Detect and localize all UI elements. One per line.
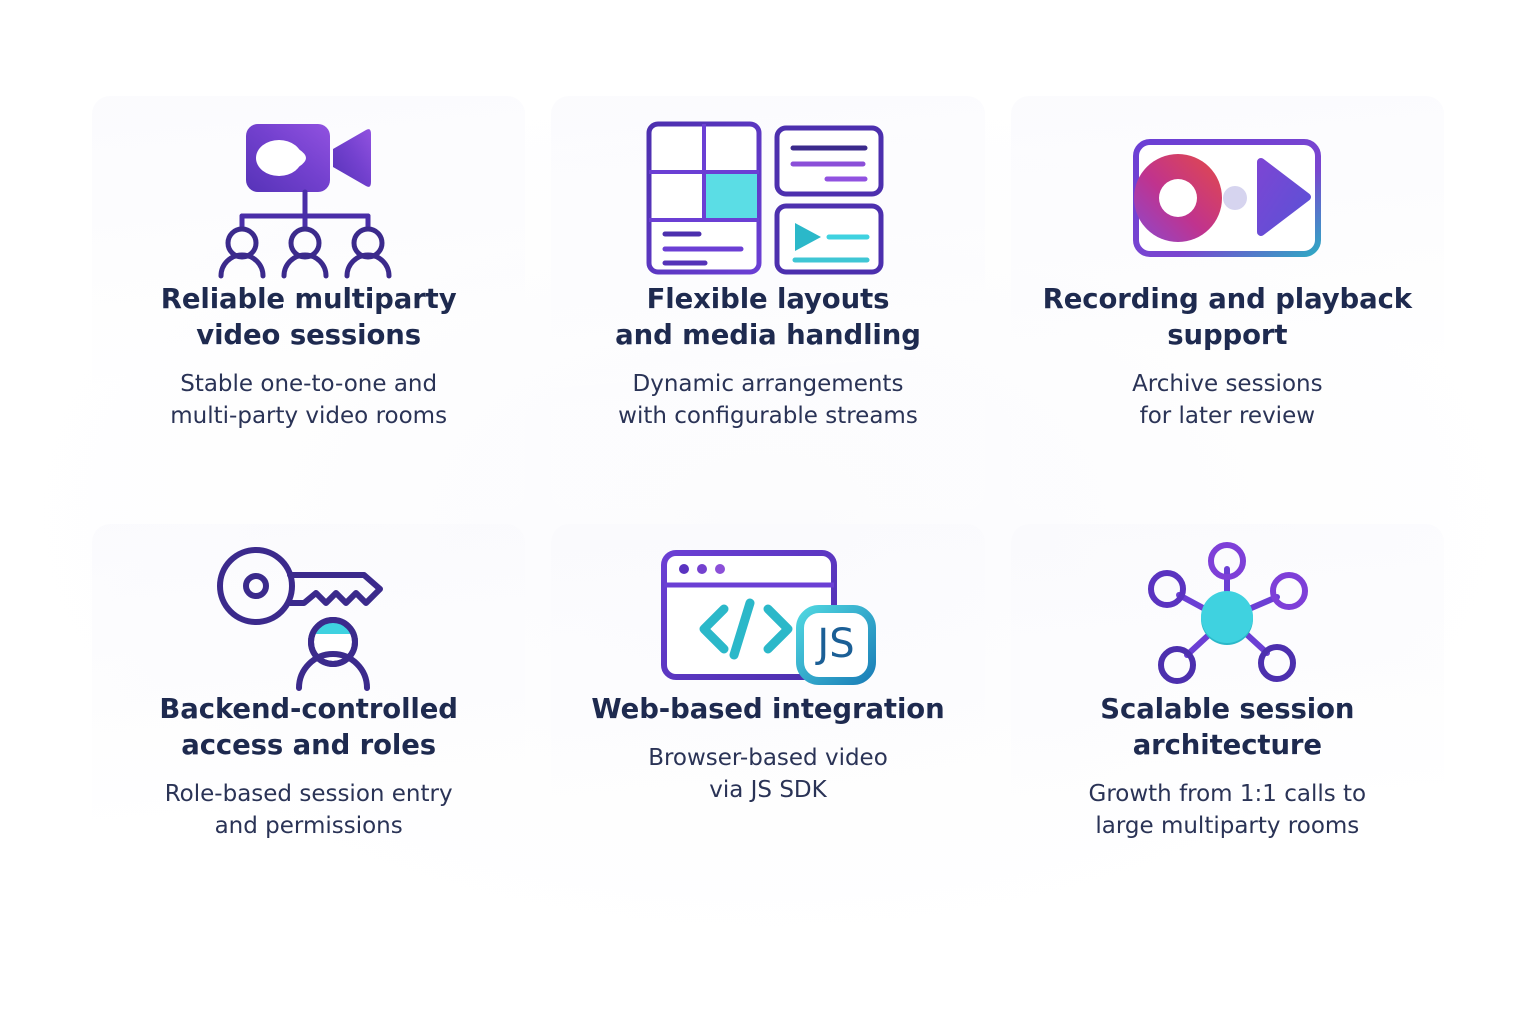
- feature-title-line-1: Flexible layouts: [646, 283, 890, 315]
- feature-description-line-1: Browser-based video: [648, 744, 888, 771]
- feature-card-flexible-layouts: Flexible layouts and media handling Dyna…: [551, 96, 985, 510]
- feature-title-line-2: access and roles: [181, 728, 437, 761]
- feature-description-line-2: and permissions: [214, 813, 403, 840]
- feature-title: Reliable multiparty video sessions: [161, 282, 457, 354]
- feature-title: Flexible layouts and media handling: [615, 282, 921, 354]
- feature-description: Browser-based video via JS SDK: [648, 742, 888, 807]
- feature-title-line-2: support: [1167, 318, 1288, 351]
- feature-title-line-1: Scalable session: [1100, 693, 1355, 725]
- feature-description-line-2: for later review: [1139, 403, 1316, 430]
- js-badge-label: JS: [814, 621, 854, 667]
- feature-card-multiparty-video: Reliable multiparty video sessions Stabl…: [92, 96, 526, 510]
- feature-description-line-2: with configurable streams: [618, 403, 918, 430]
- feature-description-line-1: Archive sessions: [1132, 370, 1323, 397]
- icon-container: JS: [658, 542, 878, 692]
- feature-description-line-1: Dynamic arrangements: [632, 370, 904, 397]
- feature-grid: Reliable multiparty video sessions Stabl…: [92, 96, 1444, 938]
- feature-description: Dynamic arrangements with configurable s…: [618, 368, 918, 433]
- feature-title-line-1: Recording and playback: [1042, 283, 1412, 315]
- feature-description-line-2: via JS SDK: [709, 777, 827, 804]
- feature-title-line-2: and media handling: [615, 318, 921, 351]
- feature-title-line-2: architecture: [1132, 728, 1322, 761]
- feature-title-line-1: Reliable multiparty: [160, 283, 457, 315]
- feature-description-line-2: multi-party video rooms: [170, 403, 448, 430]
- feature-title-line-1: Backend-controlled: [159, 693, 458, 725]
- feature-card-scalable-architecture: Scalable session architecture Growth fro…: [1010, 524, 1444, 938]
- network-hub-nodes-icon: [1148, 542, 1309, 684]
- feature-title: Backend-controlled access and roles: [159, 692, 458, 764]
- feature-title: Web-based integration: [591, 692, 944, 728]
- feature-description: Stable one-to-one and multi-party video …: [170, 368, 447, 433]
- feature-description: Growth from 1:1 calls to large multipart…: [1089, 778, 1367, 843]
- feature-card-recording-playback: Recording and playback support Archive s…: [1010, 96, 1444, 510]
- feature-description-line-1: Stable one-to-one and: [180, 370, 438, 397]
- icon-container: [204, 542, 414, 692]
- feature-description-line-2: large multiparty rooms: [1095, 813, 1360, 840]
- feature-description: Role-based session entry and permissions: [165, 778, 453, 843]
- feature-title-line-1: Web-based integration: [591, 693, 945, 725]
- feature-title: Scalable session architecture: [1100, 692, 1354, 764]
- layout-grid-media-icon: [646, 121, 884, 275]
- icon-container: [1122, 114, 1332, 282]
- feature-description: Archive sessions for later review: [1132, 368, 1323, 433]
- icon-container: [1137, 542, 1317, 692]
- video-camera-multiparty-icon: [218, 123, 392, 278]
- feature-card-backend-access: Backend-controlled access and roles Role…: [92, 524, 526, 938]
- browser-code-js-icon: JS: [660, 550, 876, 685]
- record-playback-icon: [1133, 139, 1322, 257]
- feature-card-web-integration: JS Web-based integration Browser-based v…: [551, 524, 985, 938]
- feature-title-line-2: video sessions: [196, 318, 422, 351]
- icon-container: [643, 114, 893, 282]
- icon-container: [194, 114, 424, 282]
- feature-description-line-1: Growth from 1:1 calls to: [1088, 780, 1367, 807]
- feature-title: Recording and playback support: [1043, 282, 1412, 354]
- key-user-access-icon: [216, 547, 383, 691]
- feature-description-line-1: Role-based session entry: [164, 780, 453, 807]
